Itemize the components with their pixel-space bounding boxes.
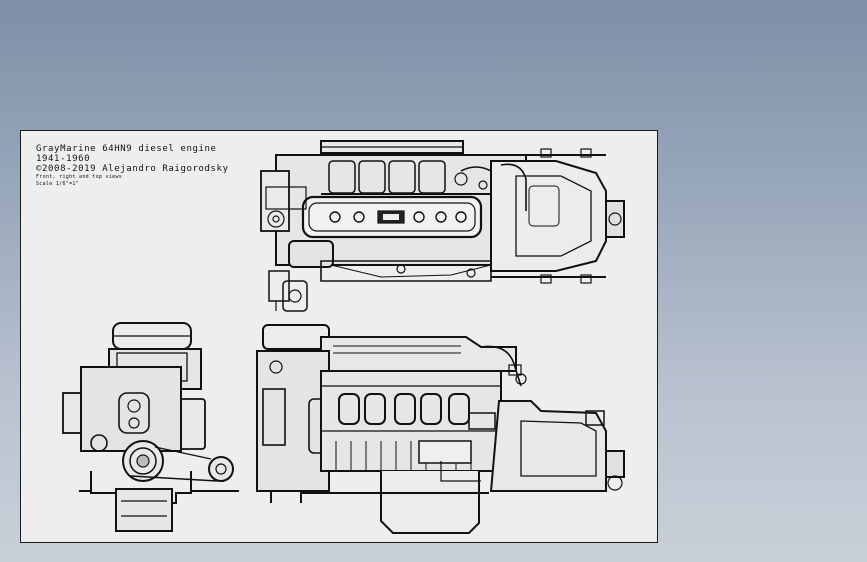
drawing-sheet: GrayMarine 64HN9 diesel engine 1941-1960…	[20, 130, 658, 543]
drawing-scale: Scale 1/6"=1"	[36, 181, 80, 187]
drawing-title: GrayMarine 64HN9 diesel engine	[36, 144, 217, 154]
front-view	[62, 322, 239, 532]
drawing-views-note: Front, right and top views	[36, 174, 123, 180]
engine-drawings	[62, 140, 625, 534]
drawing-copyright: ©2008-2019 Alejandro Raigorodsky	[36, 164, 229, 174]
drawing-years: 1941-1960	[36, 154, 91, 164]
title-block: GrayMarine 64HN9 diesel engine 1941-1960…	[36, 144, 229, 188]
right-side-view	[256, 324, 625, 534]
top-view	[260, 140, 625, 312]
